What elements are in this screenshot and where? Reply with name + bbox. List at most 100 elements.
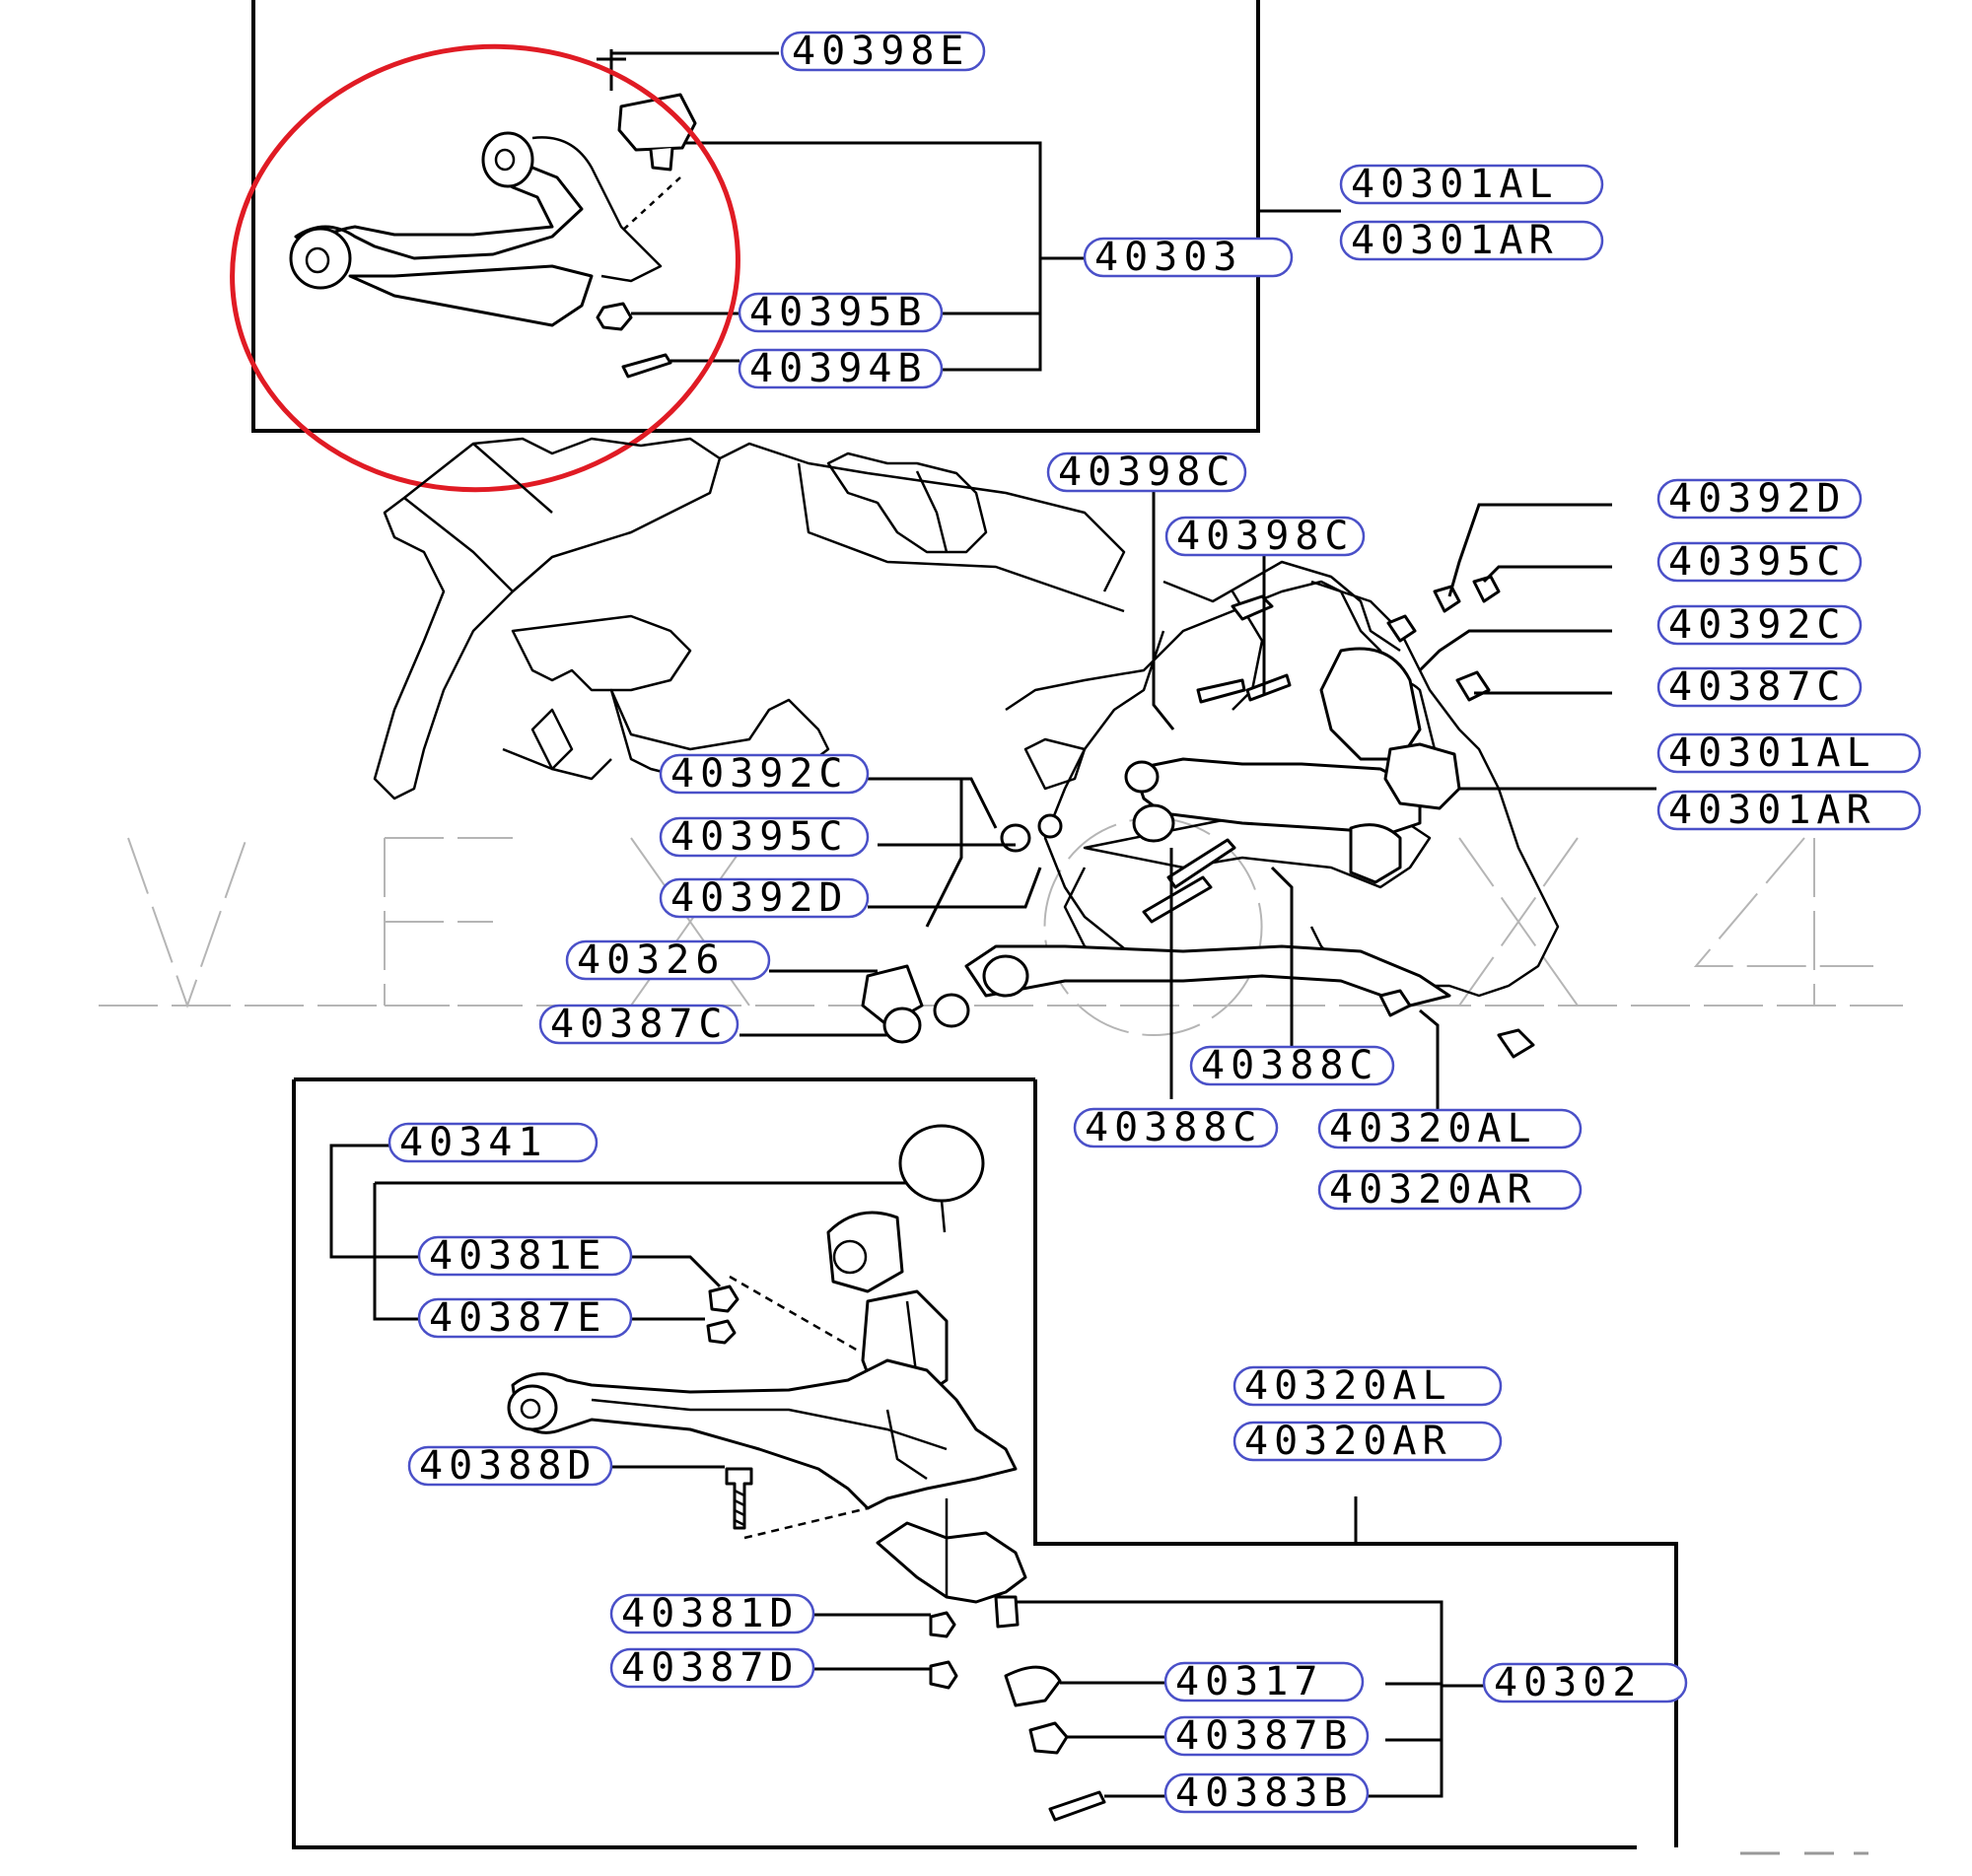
label-pill	[1232, 1421, 1503, 1462]
part-number: 40398E	[792, 29, 970, 74]
part-label-40301ar-mid[interactable]: 40301AR	[1656, 788, 1922, 833]
part-number: 40326	[577, 938, 725, 983]
part-label-40326[interactable]: 40326	[565, 938, 771, 983]
part-label-40320ar-mid[interactable]: 40320AR	[1317, 1167, 1583, 1213]
label-pill	[738, 292, 944, 333]
part-number: 40394B	[749, 346, 928, 391]
label-pill	[1317, 1169, 1583, 1211]
label-pill	[609, 1647, 815, 1689]
watermark	[99, 817, 1903, 1036]
part-label-40395b[interactable]: 40395B	[738, 290, 944, 335]
part-label-40388c-a[interactable]: 40388C	[1189, 1043, 1395, 1088]
part-label-40392d-r[interactable]: 40392D	[1656, 476, 1863, 521]
part-label-40302[interactable]: 40302	[1482, 1660, 1688, 1705]
label-pill	[1339, 164, 1604, 205]
part-number: 40301AR	[1668, 788, 1876, 833]
part-number: 40320AL	[1244, 1363, 1452, 1409]
part-label-40317[interactable]: 40317	[1163, 1659, 1365, 1704]
part-label-40394b[interactable]: 40394B	[738, 346, 944, 391]
part-label-40395c-r[interactable]: 40395C	[1656, 539, 1863, 585]
label-pill	[1046, 452, 1247, 493]
part-number: 40392C	[670, 751, 849, 797]
part-label-40320ar-low[interactable]: 40320AR	[1232, 1419, 1503, 1464]
part-number: 40395C	[1668, 539, 1847, 585]
upper-arm-box	[251, 0, 1341, 433]
part-number: 40395B	[749, 290, 928, 335]
part-number: 40387C	[550, 1002, 729, 1047]
part-number: 40392D	[1668, 476, 1847, 521]
part-label-40303[interactable]: 40303	[1083, 235, 1294, 280]
part-label-40301ar-top[interactable]: 40301AR	[1339, 218, 1604, 263]
part-number: 40387C	[1668, 664, 1847, 710]
part-label-40320al-low[interactable]: 40320AL	[1232, 1363, 1503, 1409]
label-pill	[565, 939, 771, 981]
part-number: 40320AR	[1244, 1419, 1452, 1464]
part-number: 40301AR	[1351, 218, 1559, 263]
lower-arm-box	[292, 1077, 1678, 1849]
part-number: 40317	[1175, 1659, 1323, 1704]
part-number: 40387B	[1175, 1713, 1354, 1759]
part-number: 40341	[399, 1120, 547, 1165]
part-label-40388c-b[interactable]: 40388C	[1073, 1105, 1279, 1150]
part-number: 40301AL	[1351, 162, 1559, 207]
label-pill	[1164, 516, 1366, 557]
part-label-40388d[interactable]: 40388D	[407, 1443, 613, 1489]
part-number: 40392D	[670, 875, 849, 921]
part-label-40387e[interactable]: 40387E	[417, 1295, 633, 1341]
label-pill	[1656, 541, 1863, 583]
label-pill	[1656, 790, 1922, 831]
part-number: 40388C	[1085, 1105, 1263, 1150]
part-number: 40388C	[1201, 1043, 1379, 1088]
part-labels: 40398E 40301AL 40301AR 40303 40395B 40394B 403…	[387, 29, 1922, 1816]
label-pill	[1163, 1715, 1370, 1757]
part-number: 40302	[1494, 1660, 1642, 1705]
label-pill	[609, 1593, 815, 1634]
part-label-40398e[interactable]: 40398E	[780, 29, 986, 74]
part-label-40301al-top[interactable]: 40301AL	[1339, 162, 1604, 207]
part-label-40381d[interactable]: 40381D	[609, 1591, 815, 1636]
part-label-40387d[interactable]: 40387D	[609, 1645, 815, 1691]
part-label-40395c-l[interactable]: 40395C	[659, 814, 870, 860]
label-pill	[1339, 220, 1604, 261]
part-label-40398c-b[interactable]: 40398C	[1164, 514, 1366, 559]
part-number: 40395C	[670, 814, 849, 860]
part-label-40392c-l[interactable]: 40392C	[659, 751, 870, 797]
part-number: 40388D	[419, 1443, 598, 1489]
label-pill	[1073, 1107, 1279, 1148]
part-label-40341[interactable]: 40341	[387, 1120, 599, 1165]
part-label-40387b[interactable]: 40387B	[1163, 1713, 1370, 1759]
part-label-40320al-mid[interactable]: 40320AL	[1317, 1106, 1583, 1151]
part-label-40392c-r[interactable]: 40392C	[1656, 602, 1863, 648]
part-number: 40387E	[429, 1295, 607, 1341]
part-number: 40320AR	[1329, 1167, 1537, 1213]
part-label-40383b[interactable]: 40383B	[1163, 1771, 1370, 1816]
part-label-40387c-r[interactable]: 40387C	[1656, 664, 1863, 710]
part-number: 40398C	[1058, 450, 1236, 495]
label-pill	[780, 31, 986, 72]
part-label-40301al-mid[interactable]: 40301AL	[1656, 730, 1922, 776]
part-label-40381e[interactable]: 40381E	[417, 1233, 633, 1279]
label-pill	[407, 1445, 613, 1487]
label-pill	[417, 1235, 633, 1277]
part-label-40398c-a[interactable]: 40398C	[1046, 450, 1247, 495]
label-pill	[1656, 478, 1863, 520]
label-pill	[1656, 732, 1922, 774]
highlight-circle	[230, 43, 740, 493]
label-pill	[738, 348, 944, 389]
label-pill	[1317, 1108, 1583, 1149]
part-label-40387c-l[interactable]: 40387C	[538, 1002, 740, 1047]
part-number: 40320AL	[1329, 1106, 1537, 1151]
label-pill	[1163, 1661, 1365, 1702]
label-pill	[1482, 1662, 1688, 1703]
subframe-drawing	[373, 437, 1656, 1114]
part-number: 40392C	[1668, 602, 1847, 648]
label-pill	[1656, 604, 1863, 646]
label-pill	[1656, 666, 1863, 708]
label-pill	[1189, 1045, 1395, 1086]
part-number: 40303	[1094, 235, 1242, 280]
label-pill	[417, 1297, 633, 1339]
part-label-40392d-l[interactable]: 40392D	[659, 875, 870, 921]
part-number: 40301AL	[1668, 730, 1876, 776]
